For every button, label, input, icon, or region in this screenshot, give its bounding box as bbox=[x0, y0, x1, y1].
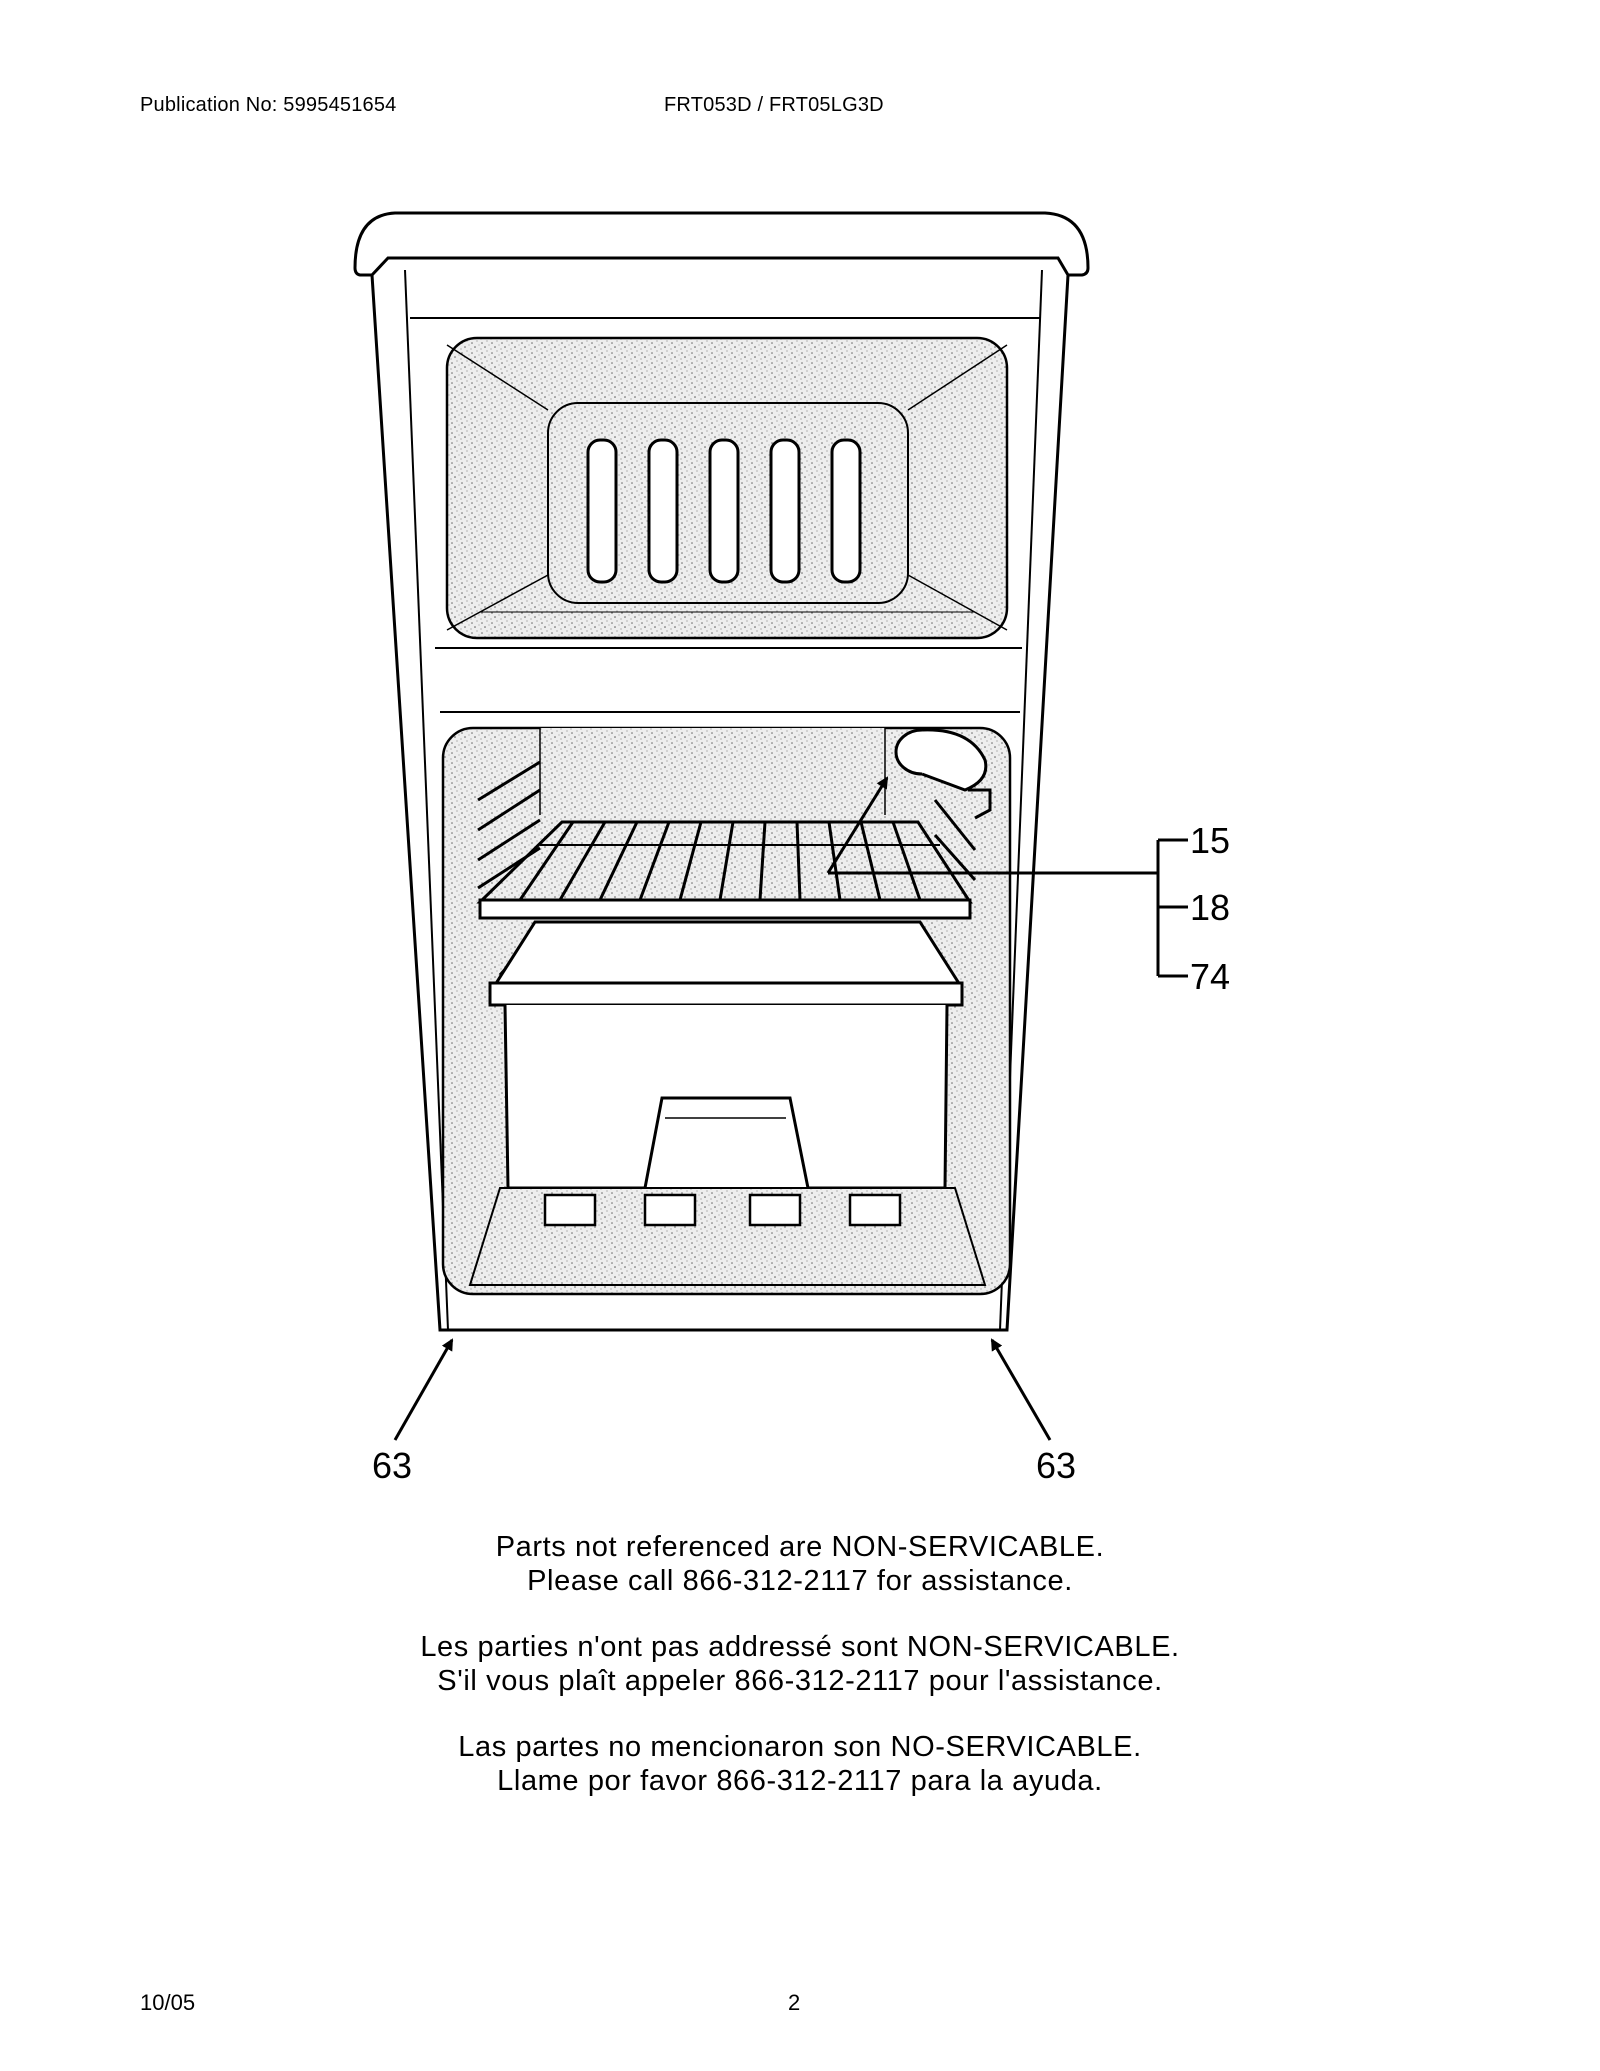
note-es-line1: Las partes no mencionaron son NO-SERVICA… bbox=[458, 1731, 1142, 1763]
callout-74: 74 bbox=[1190, 956, 1230, 997]
thermostat-housing bbox=[894, 728, 992, 820]
note-es-line2: Llame por favor 866-312-2117 para la ayu… bbox=[497, 1765, 1103, 1797]
callout-18: 18 bbox=[1190, 887, 1230, 928]
footer-date: 10/05 bbox=[140, 1990, 196, 2015]
callout-15: 15 bbox=[1190, 820, 1230, 861]
freezer-compartment bbox=[445, 336, 1009, 640]
note-english: Parts not referenced are NON-SERVICABLE.… bbox=[0, 1530, 1600, 1598]
callout-63-left: 63 bbox=[372, 1445, 412, 1486]
note-en-line2: Please call 866-312-2117 for assistance. bbox=[527, 1565, 1073, 1597]
note-en-line1: Parts not referenced are NON-SERVICABLE. bbox=[495, 1531, 1105, 1563]
publication-number: Publication No: 5995451654 bbox=[140, 94, 397, 116]
note-spanish: Las partes no mencionaron son NO-SERVICA… bbox=[0, 1730, 1600, 1798]
callout-shelf-parts bbox=[826, 776, 1188, 978]
refrigerator-parts-diagram: 15 18 74 63 63 bbox=[353, 211, 1230, 1486]
callout-63-right: 63 bbox=[1036, 1445, 1076, 1486]
leg-arrow-left bbox=[393, 1338, 454, 1441]
wire-shelf bbox=[476, 820, 973, 920]
leg-arrow-right bbox=[990, 1338, 1052, 1441]
page-number: 2 bbox=[788, 1990, 801, 2015]
compartment-floor bbox=[468, 1187, 987, 1286]
note-fr-line2: S'il vous plaît appeler 866-312-2117 pou… bbox=[437, 1665, 1163, 1697]
model-numbers: FRT053D / FRT05LG3D bbox=[664, 94, 884, 116]
crisper-drawer bbox=[488, 920, 964, 1190]
note-fr-line1: Les parties n'ont pas addressé sont NON-… bbox=[420, 1631, 1180, 1663]
note-french: Les parties n'ont pas addressé sont NON-… bbox=[0, 1630, 1600, 1698]
